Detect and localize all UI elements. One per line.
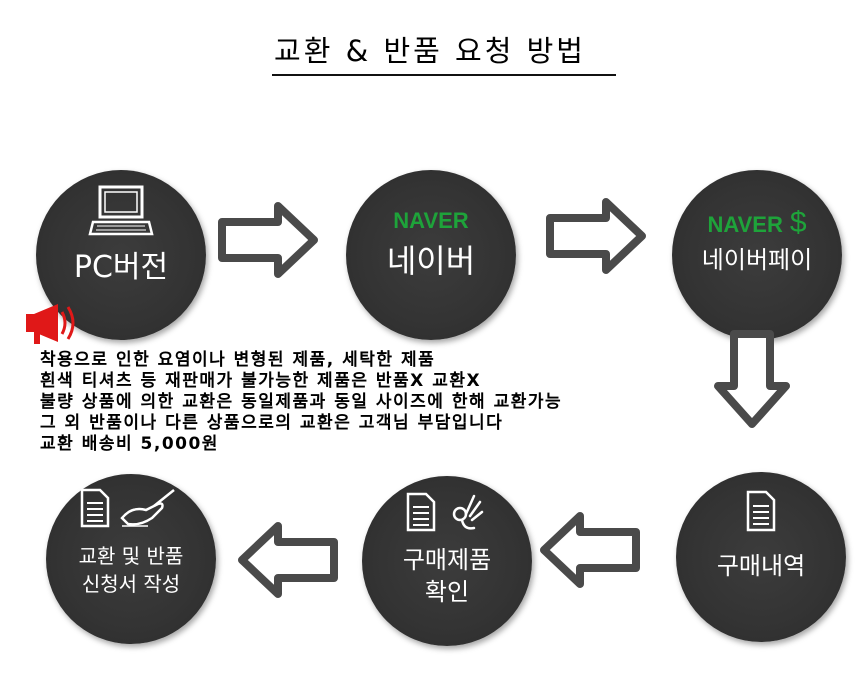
notice-line: 그 외 반품이나 다른 상품으로의 교환은 고객님 부담입니다 [40,413,504,433]
step-pc-version: PC버전 [36,170,206,340]
naver-brand: NAVER [707,212,783,237]
arrow-left-icon [238,522,338,598]
step-pc-label: PC버전 [73,250,169,285]
naver-logo: NAVER [393,208,469,233]
document-icon [406,492,436,532]
laptop-icon [88,185,154,236]
notice-line: 불량 상품에 의한 교환은 동일제품과 동일 사이즈에 한해 교환가능 [40,392,563,412]
step-application-form: 교환 및 반품 신청서 작성 [46,474,216,644]
step-purchase-history-label: 구매내역 [716,552,806,580]
step-naver: NAVER 네이버 [346,170,516,340]
notice-line: 흰색 티셔츠 등 재판매가 불가능한 제품은 반품X 교환X [40,371,482,391]
document-icon [80,488,110,528]
step-naver-pay: NAVER $ 네이버페이 [672,170,842,340]
notice-line: 착용으로 인한 요염이나 변형된 제품, 세탁한 제품 [40,350,436,370]
page-title: 교환 & 반품 요청 방법 [274,34,586,68]
step-check-product: 구매제품 확인 [362,476,532,646]
step-check-product-line1: 구매제품 [402,546,492,574]
arrow-right-icon [546,198,646,274]
writing-hand-icon [120,489,175,527]
notice-line: 교환 배송비 5,000원 [40,434,219,454]
title-underline [272,74,616,76]
step-naver-label: 네이버 [386,242,476,280]
document-icon [746,490,776,532]
step-application-line1: 교환 및 반품 [78,544,184,568]
step-check-product-line2: 확인 [424,578,470,606]
naver-pay-logo: NAVER $ [672,206,842,240]
dollar-icon: $ [789,206,807,239]
notice-text: 착용으로 인한 요염이나 변형된 제품, 세탁한 제품 흰색 티셔츠 등 재판매… [40,350,562,455]
megaphone-icon [26,304,75,344]
arrow-left-icon [540,512,640,588]
arrow-down-icon [714,330,790,428]
step-naver-pay-label: 네이버페이 [701,246,813,274]
arrow-right-icon [218,202,318,278]
step-application-line2: 신청서 작성 [81,572,181,596]
step-purchase-history: 구매내역 [676,472,846,642]
ok-hand-icon [452,494,484,530]
